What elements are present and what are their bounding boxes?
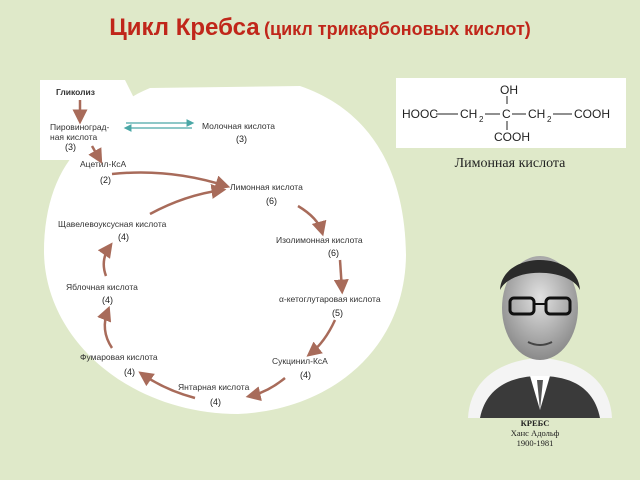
portrait-years: 1900-1981 xyxy=(516,438,554,448)
node-acetyl-num: (2) xyxy=(100,175,111,185)
krebs-portrait xyxy=(468,256,612,418)
node-malate-num: (4) xyxy=(102,295,113,305)
node-ketoglutarate-num: (5) xyxy=(332,308,343,318)
node-citrate-num: (6) xyxy=(266,196,277,206)
arrow-acetyl-to-citrate xyxy=(111,171,231,190)
slide-title: Цикл Кребса (цикл трикарбоновых кислот) xyxy=(0,14,640,42)
title-sub: (цикл трикарбоновых кислот) xyxy=(264,19,531,39)
node-fumarate-label: Фумаровая кислота xyxy=(80,352,158,362)
glasses-left xyxy=(508,296,536,316)
formula-caption: Лимонная кислота xyxy=(454,156,566,171)
arrow-fumarate-to-malate xyxy=(97,305,114,349)
cycle-background xyxy=(44,86,406,414)
portrait-full-name: Ханс Адольф xyxy=(510,428,560,438)
glycolysis-panel xyxy=(40,80,140,160)
node-oxaloacetate-label: Щавелевоуксусная кислота xyxy=(58,219,167,229)
portrait-caption: КРЕБС Ханс Адольф 1900-1981 xyxy=(500,418,570,448)
node-lactate-label: Молочная кислота xyxy=(202,121,275,131)
node-pyruvate-label: Пировиноград- xyxy=(50,122,110,132)
node-lactate-num: (3) xyxy=(236,134,247,144)
arrow-oxaloacetate-to-citrate xyxy=(149,183,227,216)
arrow-citrate-to-isocitrate xyxy=(297,204,327,237)
formula-cooh-right: COOH xyxy=(574,107,610,121)
node-malate-label: Яблочная кислота xyxy=(66,282,138,292)
glasses-right xyxy=(544,296,572,316)
face-shape xyxy=(502,256,578,360)
node-succinate-num: (4) xyxy=(210,397,221,407)
node-glycolysis: Гликолиз xyxy=(56,87,95,97)
formula-c: C xyxy=(502,107,511,121)
node-succinylcoa-label: Сукцинил-КсА xyxy=(272,356,328,366)
node-succinate-label: Янтарная кислота xyxy=(178,382,250,392)
formula-ch2-left: CH xyxy=(460,107,477,121)
formula-panel xyxy=(396,78,626,148)
node-pyruvate-num: (3) xyxy=(65,142,76,152)
citric-acid-formula: OH HOOC CH 2 C CH 2 COOH COOH xyxy=(396,78,626,148)
node-isocitrate-label: Изолимонная кислота xyxy=(276,235,363,245)
formula-cooh-bottom: COOH xyxy=(494,130,530,144)
arrow-malate-to-oxaloacetate xyxy=(97,242,113,277)
formula-oh: OH xyxy=(500,83,518,97)
hair-shape xyxy=(500,260,580,290)
arrow-succinylcoa-to-succinate xyxy=(245,377,286,402)
node-ketoglutarate-label: α-кетоглутаровая кислота xyxy=(279,294,381,304)
formula-hooc: HOOC xyxy=(402,107,438,121)
node-citrate-label: Лимонная кислота xyxy=(230,182,303,192)
node-succinylcoa-num: (4) xyxy=(300,370,311,380)
node-fumarate-num: (4) xyxy=(124,367,135,377)
arrow-ketoglutarate-to-succinylcoa xyxy=(306,319,337,357)
arrow-pyruvate-to-acetyl xyxy=(88,145,103,164)
formula-ch2-left-sub: 2 xyxy=(479,115,484,124)
formula-ch2-right: CH xyxy=(528,107,545,121)
node-isocitrate-num: (6) xyxy=(328,248,339,258)
node-acetyl-label: Ацетил-КсА xyxy=(80,159,127,169)
arrow-isocitrate-to-ketoglutarate xyxy=(333,259,349,295)
title-main: Цикл Кребса xyxy=(109,14,260,41)
node-oxaloacetate-num: (4) xyxy=(118,232,129,242)
arrow-succinate-to-fumarate xyxy=(138,371,196,400)
formula-ch2-right-sub: 2 xyxy=(547,115,552,124)
node-pyruvate-label2: ная кислота xyxy=(50,132,97,142)
portrait-name: КРЕБС xyxy=(520,418,550,428)
